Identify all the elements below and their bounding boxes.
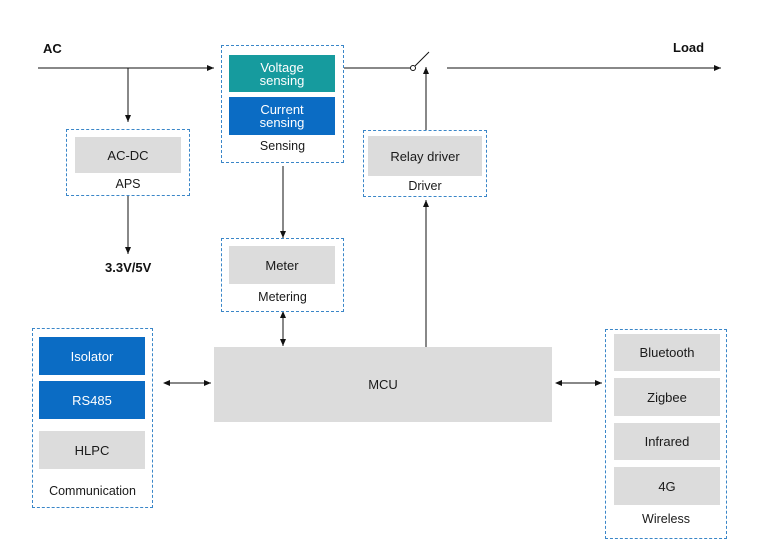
hlpc-block: HLPC [39,431,145,469]
metering-group [221,238,344,312]
rs485-block: RS485 [39,381,145,419]
load-label: Load [673,40,705,55]
4g-block: 4G [614,467,720,505]
aps-caption: APS [115,177,141,191]
ac-label: AC [43,41,62,56]
communication-caption: Communication [49,484,136,498]
communication-group [32,328,153,508]
aps-group [66,129,190,196]
supply-voltage-label: 3.3V/5V [105,260,152,275]
voltage-sensing-block: Voltage sensing [229,55,335,92]
isolator-block: Isolator [39,337,145,375]
sensing-group [221,45,344,163]
driver-caption: Driver [408,179,442,193]
zigbee-block: Zigbee [614,378,720,416]
mcu-block: MCU [214,347,552,422]
ac-dc-block: AC-DC [75,137,181,173]
bluetooth-block: Bluetooth [614,334,720,371]
wireless-caption: Wireless [642,512,690,526]
meter-block: Meter [229,246,335,284]
relay-driver-block: Relay driver [368,136,482,176]
infrared-block: Infrared [614,423,720,460]
sensing-caption: Sensing [259,139,306,153]
relay-switch-contact [410,65,416,71]
current-sensing-block: Current sensing [229,97,335,135]
wireless-group [605,329,727,539]
metering-caption: Metering [258,290,307,304]
driver-group [363,130,487,197]
relay-switch-blade [414,51,430,67]
